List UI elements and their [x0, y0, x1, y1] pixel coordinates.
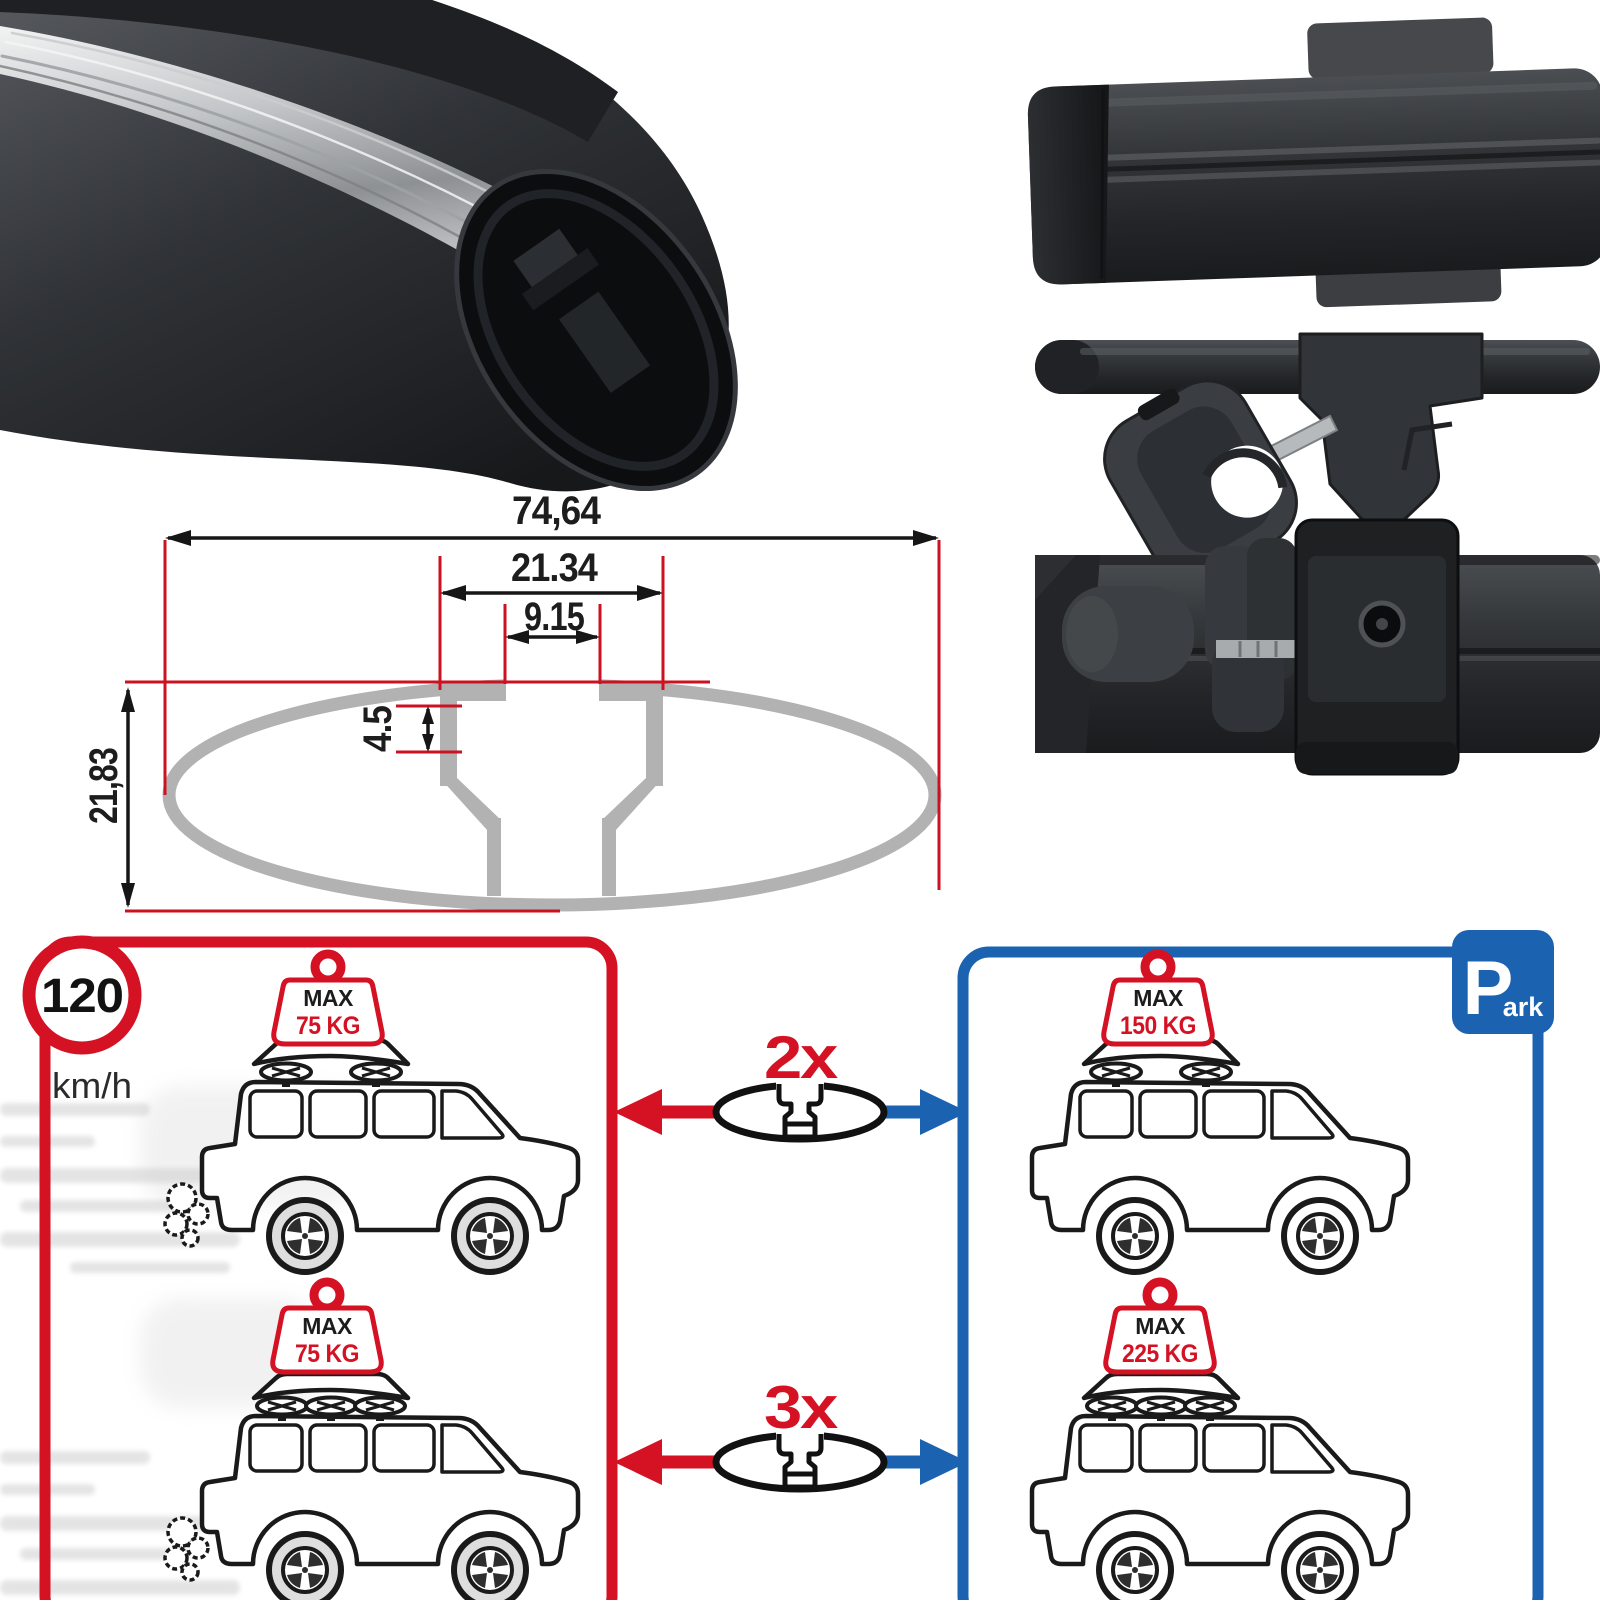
reference-lines [125, 540, 941, 913]
dim-slot-depth: 4.5 [356, 705, 400, 752]
speed-value: 120 [41, 970, 123, 1023]
profile-t-slot [440, 684, 663, 896]
crossbar-cross-section-icon [712, 1080, 888, 1143]
dimension-drawing: 74,64 21.34 9.15 4.5 21,83 [82, 489, 942, 913]
crossbar-3d-render [0, 0, 738, 492]
photo-rod-and-hook [1035, 332, 1600, 583]
load-diagram: 2x 3x [0, 930, 1554, 1600]
tag-weight-value: 75 KG [295, 1340, 359, 1368]
car-driving-3-bars: MAX 75 KG [163, 1282, 578, 1600]
driving-zone-border [39, 936, 618, 1600]
tag-max-label: MAX [302, 1313, 353, 1339]
crossbar-cross-section-icon [712, 1430, 888, 1493]
dim-total-width: 74,64 [512, 489, 602, 533]
parking-zone-border [957, 946, 1544, 1600]
connector-3x: 3x [614, 1374, 968, 1493]
tag-weight-value: 225 KG [1122, 1340, 1198, 1368]
profile-ellipse [162, 678, 942, 912]
rubber-hook [1103, 379, 1298, 583]
park-suffix: ark [1503, 992, 1545, 1022]
hardware-photos [1027, 17, 1600, 776]
connector-2x: 2x [614, 1024, 968, 1143]
photo-crossbar-endcap [1027, 17, 1600, 308]
left-arrow-icon [614, 1089, 662, 1135]
dimension-lines [121, 530, 939, 908]
dim-slot-opening-width: 9.15 [524, 595, 585, 639]
multiplier-label: 2x [764, 1024, 838, 1091]
car-driving-2-bars: MAX 75 KG [163, 954, 578, 1272]
tag-max-label: MAX [1133, 985, 1184, 1011]
tag-max-label: MAX [1135, 1313, 1186, 1339]
speed-limit-sign: 120 km/h [22, 935, 142, 1106]
multiplier-label: 3x [764, 1374, 838, 1441]
dim-total-height: 21,83 [82, 748, 126, 824]
tag-max-label: MAX [303, 985, 354, 1011]
parking-sign: P ark [1452, 930, 1554, 1034]
car-parked-2-bars: MAX 150 KG [1032, 954, 1408, 1272]
right-arrow-icon [920, 1439, 968, 1485]
dim-slot-outer-width: 21.34 [511, 546, 599, 590]
tag-weight-value: 75 KG [296, 1012, 360, 1040]
speed-unit: km/h [52, 1065, 132, 1106]
car-parked-3-bars: MAX 225 KG [1032, 1282, 1408, 1600]
tag-weight-value: 150 KG [1120, 1012, 1196, 1040]
park-letter: P [1463, 946, 1514, 1031]
photo-clamp-assembly [1035, 518, 1600, 776]
crossbar-end-face [454, 168, 738, 492]
right-arrow-icon [920, 1089, 968, 1135]
left-arrow-icon [614, 1439, 662, 1485]
